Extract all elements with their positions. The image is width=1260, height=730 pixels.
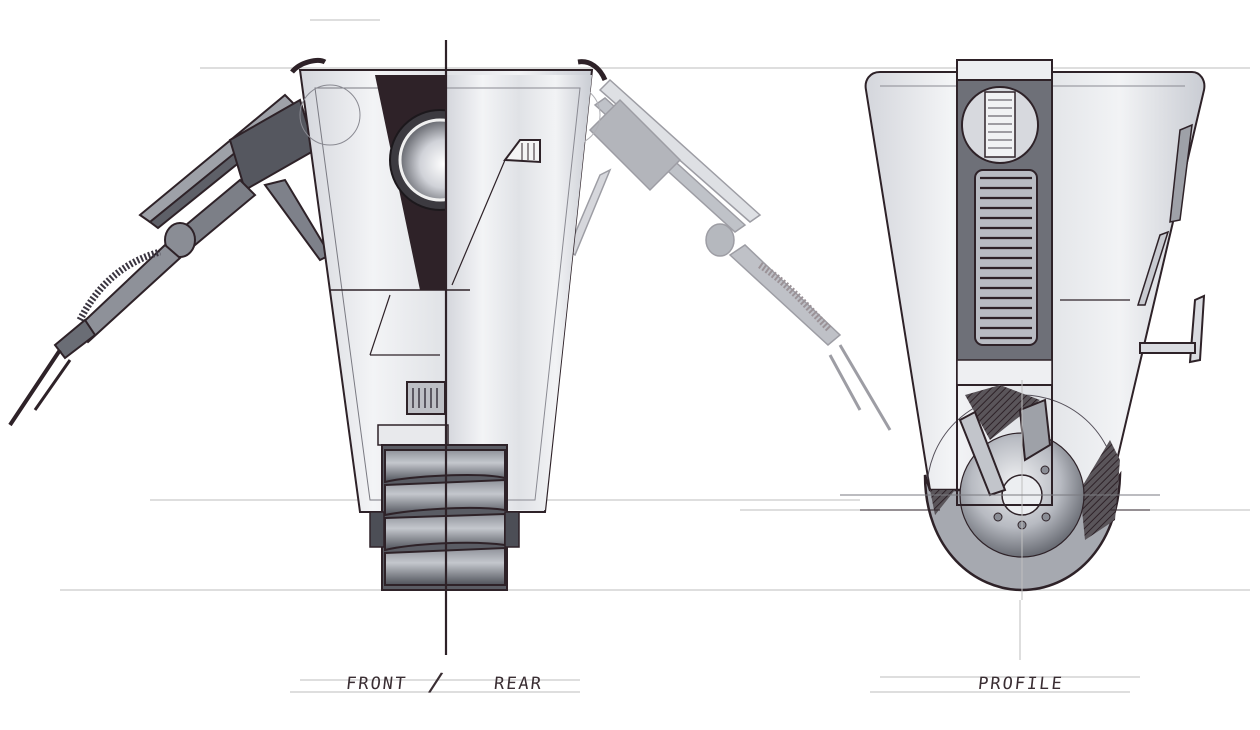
suspension-spring: [958, 398, 1052, 497]
profile-view: [840, 59, 1206, 600]
right-arm: [567, 78, 892, 431]
right-bumper: [577, 59, 608, 82]
view-label-rear: REAR: [492, 674, 545, 694]
side-panel-lower: [1136, 230, 1170, 306]
side-handle: [1139, 294, 1206, 364]
hub-bolts: [993, 465, 1051, 530]
spine-housing: [956, 59, 1053, 81]
view-label-front: FRONT: [344, 674, 409, 694]
left-bumper: [290, 57, 327, 74]
spine-grille-slats: [980, 176, 1032, 340]
side-panel-upper: [1169, 123, 1193, 223]
front-rear-view: [8, 40, 892, 655]
view-label-profile: PROFILE: [976, 674, 1065, 694]
left-arm: [8, 93, 332, 427]
